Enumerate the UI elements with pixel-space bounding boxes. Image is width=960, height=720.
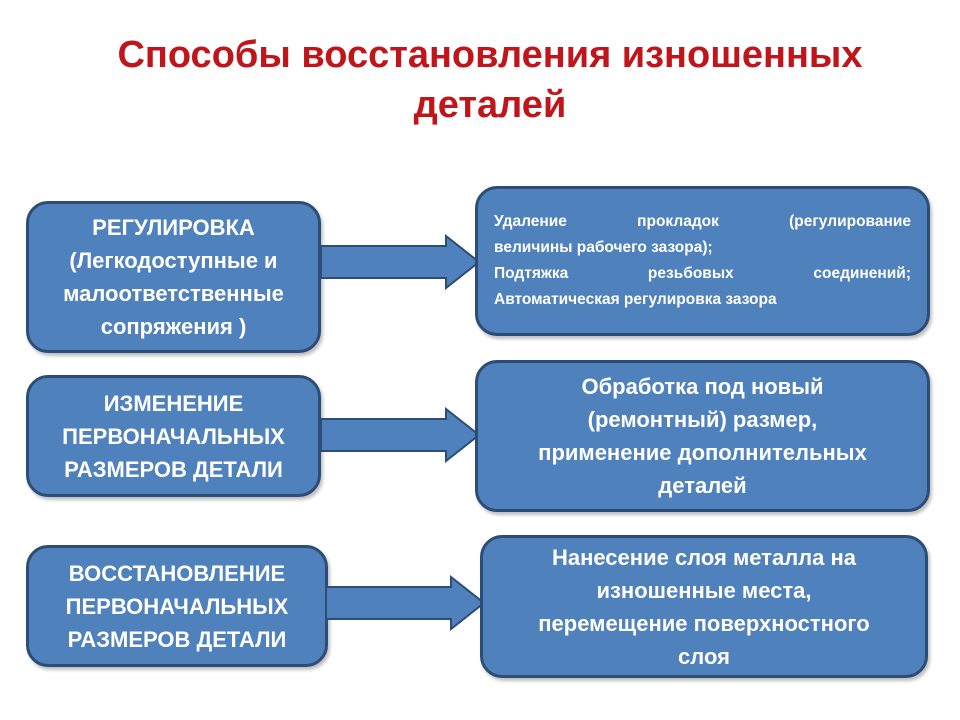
detail-line: слоя — [678, 643, 730, 669]
method-box-restoration: ВОССТАНОВЛЕНИЕ ПЕРВОНАЧАЛЬНЫХ РАЗМЕРОВ Д… — [26, 545, 328, 667]
method-line: РАЗМЕРОВ ДЕТАЛИ — [67, 626, 287, 652]
method-box-adjustment: РЕГУЛИРОВКА (Легкодоступные и малоответс… — [26, 201, 321, 353]
method-line: ИЗМЕНЕНИЕ — [103, 390, 244, 416]
arrow-right-icon — [321, 407, 481, 463]
detail-line: Автоматическая регулировка зазора — [494, 291, 777, 308]
detail-line: Обработка под новый — [581, 374, 824, 399]
arrow-right-icon — [321, 234, 481, 290]
method-line: РАЗМЕРОВ ДЕТАЛИ — [64, 456, 283, 482]
detail-line: перемещение поверхностного — [538, 610, 870, 636]
detail-line: изношенные места, — [596, 577, 812, 603]
detail-box-adjustment: Удаление прокладок (регулирование величи… — [475, 186, 930, 336]
method-line: сопряжения ) — [100, 314, 247, 339]
detail-line: деталей — [658, 473, 747, 498]
method-line: (Легкодоступные и — [69, 248, 278, 273]
method-line: РЕГУЛИРОВКА — [92, 215, 255, 240]
detail-line: Нанесение слоя металла на — [551, 544, 857, 570]
detail-box-size-change: Обработка под новый (ремонтный) размер, … — [475, 360, 930, 512]
detail-line: применение дополнительных — [538, 440, 867, 465]
detail-line: Подтяжка резьбовых соединений; — [494, 265, 911, 282]
detail-line: (ремонтный) размер, — [587, 407, 818, 432]
title-line-1: Способы восстановления изношенных — [117, 34, 863, 76]
arrow-right-icon — [326, 575, 486, 631]
page-title: Способы восстановления изношенных детале… — [60, 30, 920, 130]
detail-box-restoration: Нанесение слоя металла на изношенные мес… — [480, 535, 928, 678]
method-line: ПЕРВОНАЧАЛЬНЫХ — [62, 423, 285, 449]
method-line: ПЕРВОНАЧАЛЬНЫХ — [65, 593, 289, 619]
detail-line: величины рабочего зазора); — [494, 239, 713, 256]
method-line: малоответственные — [63, 281, 284, 306]
title-line-2: деталей — [413, 84, 567, 126]
detail-line: Удаление прокладок (регулирование — [494, 213, 911, 230]
method-line: ВОССТАНОВЛЕНИЕ — [68, 560, 286, 586]
method-box-size-change: ИЗМЕНЕНИЕ ПЕРВОНАЧАЛЬНЫХ РАЗМЕРОВ ДЕТАЛИ — [26, 375, 321, 497]
